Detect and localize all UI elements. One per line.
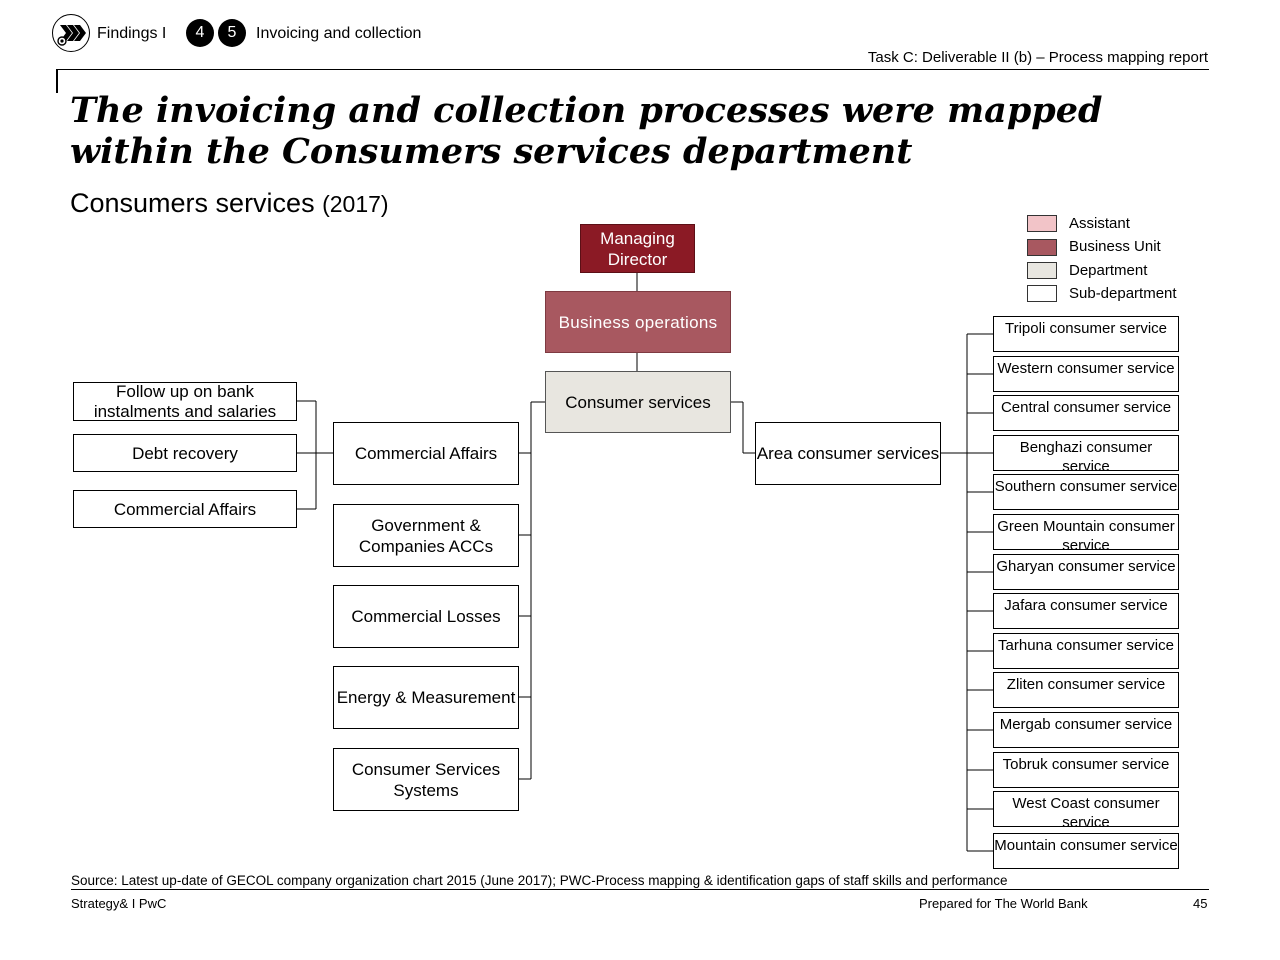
area-service-box: Mountain consumer service xyxy=(993,833,1179,869)
government-companies-accs-box: Government & Companies ACCs xyxy=(333,504,519,567)
consumer-services-systems-box: Consumer Services Systems xyxy=(333,748,519,811)
corner-mark xyxy=(56,69,58,93)
area-service-box: Gharyan consumer service xyxy=(993,554,1179,590)
legend-swatch-business-unit xyxy=(1027,239,1057,256)
legend-label-assistant: Assistant xyxy=(1069,215,1130,232)
footer-prepared-for: Prepared for The World Bank xyxy=(919,896,1088,911)
area-consumer-services-box: Area consumer services xyxy=(755,422,941,485)
debt-recovery-box: Debt recovery xyxy=(73,434,297,472)
consumer-services-box: Consumer services xyxy=(545,371,731,433)
area-service-box: Jafara consumer service xyxy=(993,593,1179,629)
area-service-box: Central consumer service xyxy=(993,395,1179,431)
area-service-box: Tarhuna consumer service xyxy=(993,633,1179,669)
header-rule xyxy=(56,69,1209,70)
logo-icon xyxy=(52,14,90,52)
area-service-box: Tripoli consumer service xyxy=(993,316,1179,352)
area-service-box: Zliten consumer service xyxy=(993,672,1179,708)
page-subtitle: Consumers services (2017) xyxy=(70,188,389,219)
page-number: 45 xyxy=(1193,896,1208,911)
source-note: Source: Latest up-date of GECOL company … xyxy=(71,873,1008,888)
footer-rule xyxy=(71,889,1209,890)
area-service-box: Benghazi consumer service xyxy=(993,435,1179,475)
legend-label-sub-department: Sub-department xyxy=(1069,285,1177,302)
commercial-losses-box: Commercial Losses xyxy=(333,585,519,648)
subtitle-main: Consumers services xyxy=(70,188,315,218)
legend-swatch-department xyxy=(1027,262,1057,279)
footer-brand: Strategy& I PwC xyxy=(71,896,167,911)
business-operations-box: Business operations xyxy=(545,291,731,353)
step-4-badge: 4 xyxy=(186,19,214,47)
task-label: Task C: Deliverable II (b) – Process map… xyxy=(867,49,1208,66)
managing-director-box: Managing Director xyxy=(580,224,695,273)
legend-label-business-unit: Business Unit xyxy=(1069,238,1161,255)
area-service-box: Mergab consumer service xyxy=(993,712,1179,748)
subtitle-year: (2017) xyxy=(322,191,389,217)
legend-swatch-assistant xyxy=(1027,215,1057,232)
breadcrumb-topic: Invoicing and collection xyxy=(256,25,422,42)
commercial-affairs-sub-box: Commercial Affairs xyxy=(73,490,297,528)
page-title: The invoicing and collection processes w… xyxy=(70,90,1103,172)
legend-swatch-sub-department xyxy=(1027,285,1057,302)
area-service-box: Tobruk consumer service xyxy=(993,752,1179,788)
follow-up-bank-instalments-box: Follow up on bank instalments and salari… xyxy=(73,382,297,421)
breadcrumb-section: Findings I xyxy=(97,25,167,42)
area-service-box: Southern consumer service xyxy=(993,474,1179,510)
legend-label-department: Department xyxy=(1069,262,1148,279)
area-service-box: Western consumer service xyxy=(993,356,1179,392)
area-service-box: Green Mountain consumer service xyxy=(993,514,1179,554)
energy-measurement-box: Energy & Measurement xyxy=(333,666,519,729)
commercial-affairs-box: Commercial Affairs xyxy=(333,422,519,485)
step-5-badge: 5 xyxy=(218,19,246,47)
area-service-box: West Coast consumer service xyxy=(993,791,1179,831)
